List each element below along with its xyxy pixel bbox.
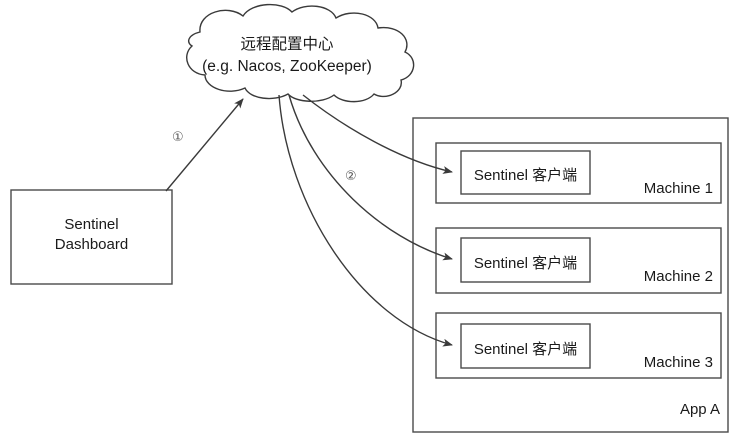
machine-1-client-label: Sentinel 客户端 — [473, 167, 578, 184]
step-marker-2: ② — [345, 168, 357, 183]
arrow-dashboard-to-cloud — [165, 98, 244, 192]
cloud-label-line2: (e.g. Nacos, ZooKeeper) — [202, 58, 372, 75]
cloud-shape — [186, 3, 415, 103]
machine-2-label: Machine 2 — [643, 268, 713, 285]
machine-1-label: Machine 1 — [643, 180, 713, 197]
app-a-label: App A — [679, 401, 720, 418]
cloud-label-line1: 远程配置中心 — [240, 36, 334, 53]
sentinel-dashboard-box — [10, 189, 173, 285]
machine-2-client-label: Sentinel 客户端 — [473, 255, 578, 272]
sentinel-dashboard-line1: Sentinel — [64, 216, 119, 233]
machine-1-client-box — [460, 150, 591, 195]
machine-3-client-box — [460, 323, 591, 369]
machine-3-label: Machine 3 — [643, 354, 713, 371]
sentinel-dashboard-line2: Dashboard — [54, 236, 129, 253]
machine-3-client-label: Sentinel 客户端 — [473, 341, 578, 358]
cloud-label: 远程配置中心 (e.g. Nacos, ZooKeeper) — [163, 34, 411, 78]
arrow-cloud-to-machine-1 — [302, 94, 453, 174]
arrow-cloud-to-machine-2 — [288, 94, 453, 261]
arrow-cloud-to-machine-3 — [278, 94, 453, 347]
step-marker-1: ① — [172, 129, 184, 144]
sentinel-dashboard-label: Sentinel Dashboard — [11, 215, 172, 255]
machine-2-client-box — [460, 237, 591, 283]
